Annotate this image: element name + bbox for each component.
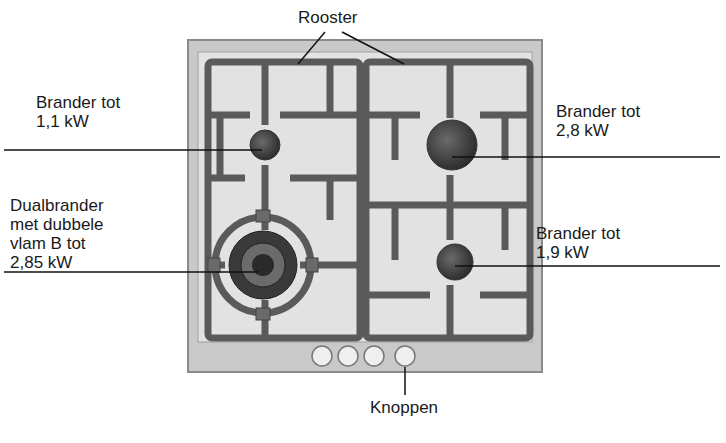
burner-label: Brander tot 1,1 kW: [36, 93, 136, 131]
knobs: [312, 346, 415, 366]
burner-label: Dualbrander met dubbele vlam B tot 2,85 …: [10, 196, 118, 272]
part-name: Rooster: [298, 8, 358, 27]
part-name: Knoppen: [370, 398, 438, 417]
hob-surface: [198, 52, 532, 342]
hob-frame: [188, 40, 542, 372]
dual-burner: [208, 210, 318, 320]
medium-burner: [437, 244, 473, 280]
large-burner: [427, 120, 477, 170]
burner-label: Brander tot 2,8 kW: [556, 102, 656, 140]
left-grate: [208, 62, 360, 338]
right-grate: [366, 62, 530, 338]
leader-lines: [4, 32, 720, 395]
small-burner: [250, 130, 280, 160]
burner-label: Brander tot 1,9 kW: [536, 224, 636, 262]
